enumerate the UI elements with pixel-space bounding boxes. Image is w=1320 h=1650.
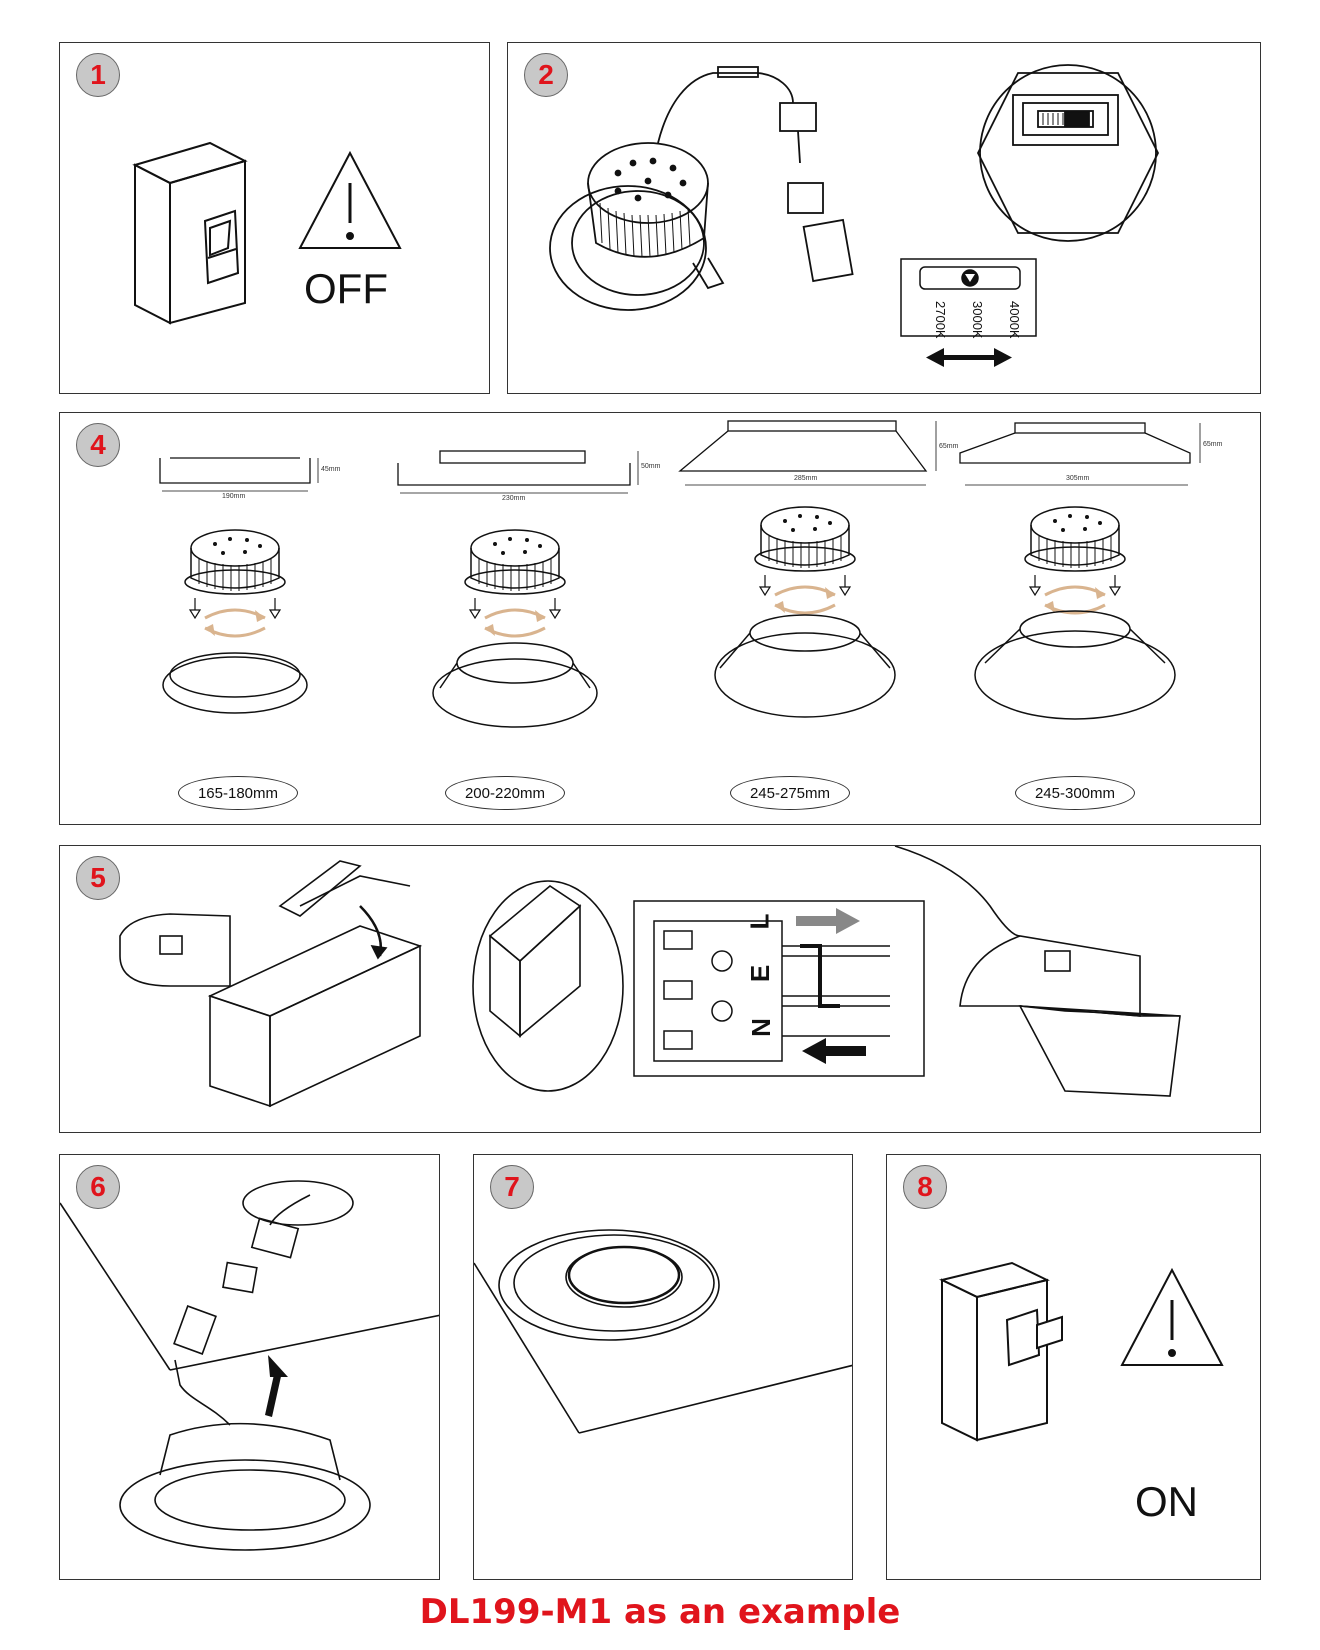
breaker-on-illustration — [939, 1261, 1224, 1442]
step-2-badge: 2 — [524, 53, 568, 97]
step-4-panel: 4 — [59, 412, 1261, 825]
step-2-panel: 2 — [507, 42, 1261, 394]
variant-4-height: 65mm — [1203, 441, 1223, 448]
off-label: OFF — [304, 265, 388, 312]
terminal-label-n: N — [745, 1018, 776, 1037]
cct-option-2700k: 2700K — [933, 301, 948, 339]
variant-4-width: 305mm — [1066, 475, 1090, 482]
arrow-right-icon — [796, 908, 860, 934]
magnified-switch — [976, 64, 1160, 242]
variant-2-width: 230mm — [502, 495, 526, 502]
step-8-badge: 8 — [903, 1165, 947, 1209]
cct-selector-diagram — [900, 258, 1037, 337]
arrow-up-icon — [265, 1355, 288, 1417]
variant-1-width: 190mm — [222, 493, 246, 500]
install-into-ceiling-illustration — [60, 1180, 439, 1551]
wiring-illustration — [119, 846, 1181, 1108]
cct-switch-illustration — [549, 64, 1160, 367]
step-6-badge: 6 — [76, 1165, 120, 1209]
step-5-panel: 5 — [59, 845, 1261, 1133]
step-6-panel: 6 — [59, 1154, 440, 1580]
step-4-badge: 4 — [76, 423, 120, 467]
variant-2-cutout: 200-220mm — [445, 776, 565, 810]
breaker-off-illustration — [132, 141, 402, 325]
step-7-panel: 7 — [473, 1154, 853, 1580]
step-8-panel: 8 ON — [886, 1154, 1261, 1580]
size-variants-illustration — [159, 420, 1201, 728]
cct-option-3000k: 3000K — [970, 301, 985, 339]
variant-3-height: 65mm — [939, 443, 959, 450]
warning-triangle-icon — [1120, 1267, 1224, 1366]
terminal-label-l: L — [744, 913, 775, 930]
double-arrow-icon — [926, 348, 1012, 367]
cct-option-4000k: 4000K — [1007, 301, 1022, 339]
step-5-badge: 5 — [76, 856, 120, 900]
warning-triangle-icon — [298, 150, 402, 249]
on-label: ON — [1135, 1478, 1198, 1525]
arrow-left-icon — [802, 1038, 866, 1064]
step-7-badge: 7 — [490, 1165, 534, 1209]
terminal-label-e: E — [745, 964, 776, 983]
variant-4-cutout: 245-300mm — [1015, 776, 1135, 810]
installed-trim-illustration — [474, 1229, 852, 1434]
variant-3-cutout: 245-275mm — [730, 776, 850, 810]
step-1-panel: 1 OFF — [59, 42, 490, 394]
step-1-badge: 1 — [76, 53, 120, 97]
terminal-detail — [633, 900, 925, 1077]
footer-caption: DL199-M1 as an example — [419, 1592, 901, 1632]
variant-1-height: 45mm — [321, 466, 341, 473]
variant-1-cutout: 165-180mm — [178, 776, 298, 810]
variant-2-height: 50mm — [641, 463, 661, 470]
variant-3-width: 285mm — [794, 475, 818, 482]
